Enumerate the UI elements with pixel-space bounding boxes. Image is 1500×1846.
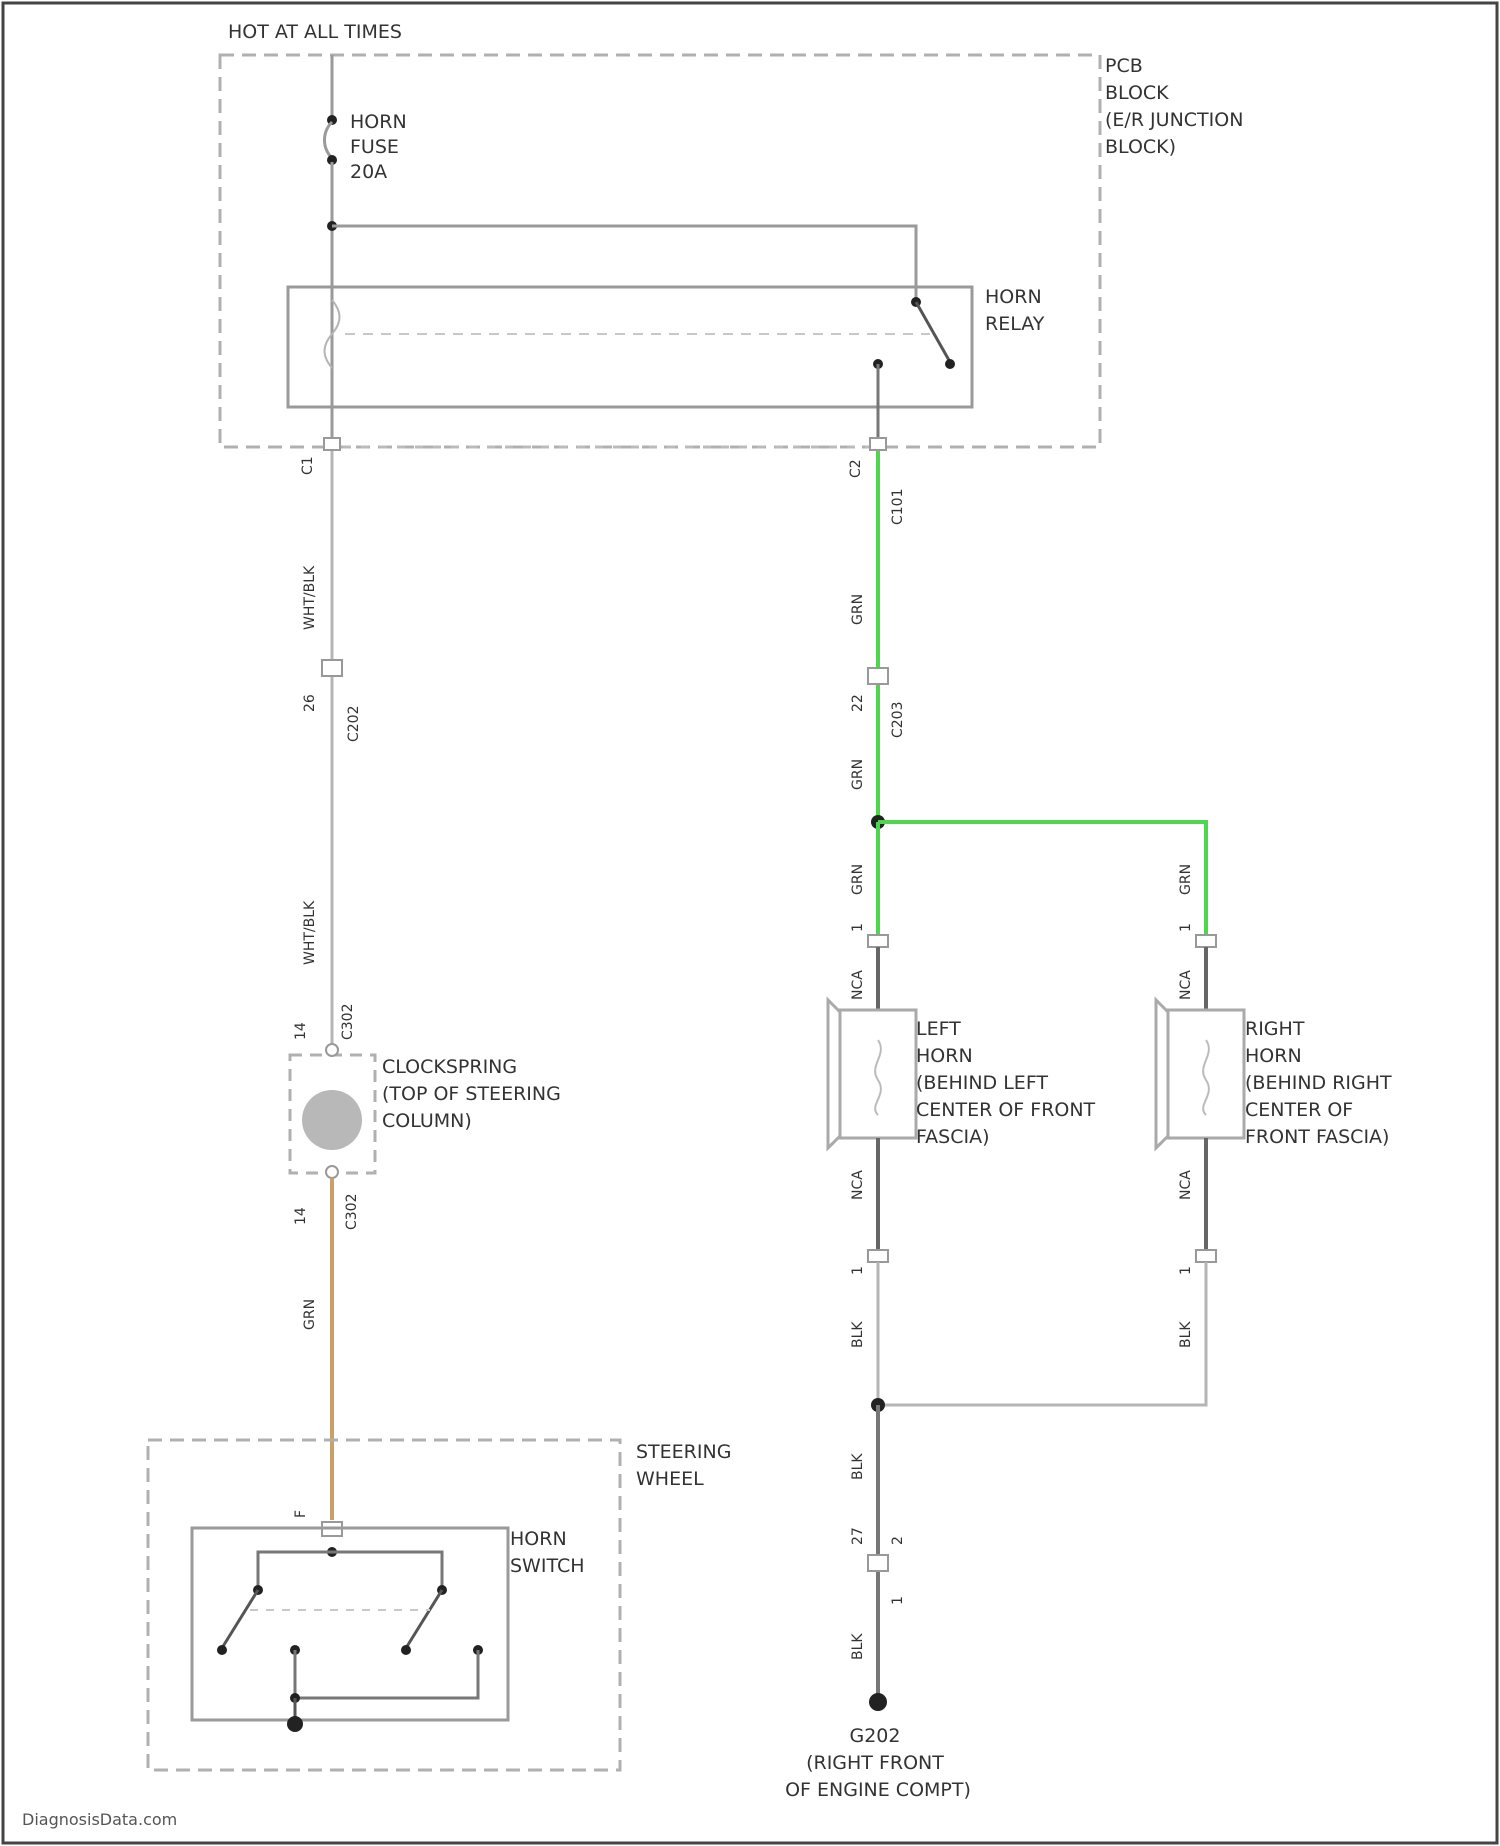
connector-c203-label: C203 [890, 702, 906, 739]
connector-c203 [868, 668, 888, 684]
connector-pin-1b: 1 [1178, 923, 1194, 932]
switch-right-contact-arm [401, 1645, 411, 1655]
connector-pin-14a: 14 [293, 1022, 309, 1040]
right-horn-label: RIGHT HORN (BEHIND RIGHT CENTER OF FRONT… [1245, 1018, 1398, 1148]
connector-c202-label: C202 [346, 706, 362, 743]
wire-color-grn-switch: GRN [302, 1299, 318, 1330]
switch-left-arm [222, 1590, 258, 1648]
right-horn-icon [1156, 1000, 1168, 1148]
connector-c202-pin: 26 [302, 694, 318, 712]
wire-color-blk-1: BLK [850, 1321, 866, 1348]
connector-c302-b-label: C302 [344, 1194, 360, 1231]
horn-fuse-symbol [325, 122, 333, 158]
connector-c2-right-label: C2 [848, 459, 864, 478]
right-horn-top-connector [1196, 935, 1216, 947]
right-horn-nca-bottom: NCA [1178, 1170, 1194, 1200]
power-label: HOT AT ALL TIMES [228, 21, 402, 43]
steering-wheel-label: STEERING WHEEL [636, 1441, 737, 1490]
switch-right-arm [406, 1590, 442, 1648]
clockspring-terminal-top [326, 1044, 338, 1056]
wire-color-grn-2: GRN [850, 759, 866, 790]
connector-pin-1e: 1 [890, 1596, 906, 1605]
horn-switch-label: HORN SWITCH [510, 1528, 585, 1577]
left-horn-label: LEFT HORN (BEHIND LEFT CENTER OF FRONT F… [916, 1018, 1101, 1148]
right-horn-body [1168, 1010, 1244, 1138]
wire-color-blk-3: BLK [850, 1453, 866, 1480]
connector-c1-left [324, 438, 340, 450]
right-horn-nca-top: NCA [1178, 970, 1194, 1000]
horn-switch-bus-top [258, 1552, 442, 1590]
connector-c1-left-label: C1 [300, 456, 316, 475]
horn-switch-ground-icon [287, 1716, 303, 1732]
relay-switch-arm [916, 302, 950, 362]
left-horn-top-connector [868, 935, 888, 947]
connector-pin-2: 2 [890, 1536, 906, 1545]
connector-pin-1d: 1 [1178, 1266, 1194, 1275]
connector-pin-22: 22 [850, 694, 866, 712]
wire-blk-right-horn [878, 1262, 1206, 1405]
page-border [3, 3, 1497, 1843]
watermark: DiagnosisData.com [22, 1810, 177, 1829]
wire-color-blk-4: BLK [850, 1633, 866, 1660]
wire-color-wht-blk-2: WHT/BLK [302, 900, 318, 965]
horn-switch-ground-bus [295, 1650, 478, 1698]
connector-pin-1c: 1 [850, 1266, 866, 1275]
connector-pin-1a: 1 [850, 923, 866, 932]
clockspring-terminal-bottom [326, 1166, 338, 1178]
wire-color-grn-3: GRN [850, 864, 866, 895]
connector-c302-a-label: C302 [340, 1004, 356, 1041]
horn-fuse-label: HORN FUSE 20A [350, 111, 413, 183]
wire-grn-right-horn [878, 822, 1206, 940]
right-horn-bottom-connector [1196, 1250, 1216, 1262]
clockspring-label: CLOCKSPRING (TOP OF STEERING COLUMN) [382, 1056, 567, 1132]
ground-g202-icon [869, 1693, 887, 1711]
ground-label: G202 (RIGHT FRONT OF ENGINE COMPT) [785, 1725, 971, 1801]
left-horn-nca-bottom: NCA [850, 1170, 866, 1200]
left-horn-body [840, 1010, 916, 1138]
pcb-block-label: PCB BLOCK (E/R JUNCTION BLOCK) [1105, 55, 1249, 158]
relay-contact-arm [945, 359, 955, 369]
connector-c2-right [870, 438, 886, 450]
horn-switch-box [192, 1528, 508, 1720]
left-horn-icon [828, 1000, 840, 1148]
connector-c202 [322, 660, 342, 676]
ground-connector [868, 1555, 888, 1571]
wire-color-grn-4: GRN [1178, 864, 1194, 895]
horn-relay-box [288, 287, 972, 407]
connector-pin-27: 27 [850, 1527, 866, 1545]
relay-feed-wire [332, 226, 916, 300]
wire-color-wht-blk-1: WHT/BLK [302, 565, 318, 630]
connector-c101-label: C101 [890, 489, 906, 526]
wire-color-blk-2: BLK [1178, 1321, 1194, 1348]
horn-relay-label: HORN RELAY [985, 286, 1048, 335]
switch-left-contact-arm [217, 1645, 227, 1655]
left-horn-nca-top: NCA [850, 970, 866, 1000]
connector-pin-14b: 14 [293, 1207, 309, 1225]
connector-pin-f: F [293, 1510, 309, 1518]
left-horn-bottom-connector [868, 1250, 888, 1262]
wire-color-grn-1: GRN [850, 594, 866, 625]
clockspring-icon [302, 1090, 362, 1150]
